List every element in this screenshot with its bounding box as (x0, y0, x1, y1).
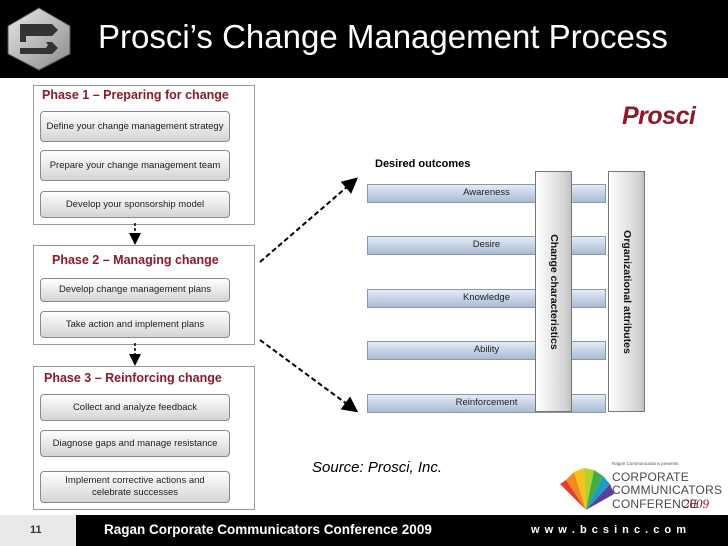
conference-line3: CONFERENCE (612, 497, 699, 511)
starburst-icon (560, 468, 614, 510)
step-corrective-actions: Implement corrective actions and celebra… (40, 471, 230, 503)
step-prepare-team: Prepare your change management team (40, 150, 230, 181)
phase-1-box: Phase 1 – Preparing for change Define yo… (33, 85, 255, 225)
footer-conference-text: Ragan Corporate Communicators Conference… (104, 522, 432, 537)
dashed-arrow-to-awareness (259, 177, 359, 263)
step-diagnose-gaps: Diagnose gaps and manage resistance (40, 430, 230, 457)
footer-bar (0, 515, 728, 546)
phase-3-box: Phase 3 – Reinforcing change Collect and… (33, 366, 255, 510)
source-note: Source: Prosci, Inc. (312, 459, 443, 476)
change-characteristics-label: Change characteristics (547, 233, 560, 350)
dashed-arrow-to-reinforcement (259, 339, 359, 413)
bcs-logo-icon (7, 7, 71, 71)
step-take-action: Take action and implement plans (40, 311, 230, 338)
step-collect-feedback: Collect and analyze feedback (40, 394, 230, 421)
header-bar (0, 0, 728, 78)
conference-line1: CORPORATE (612, 470, 689, 484)
organizational-attributes-label: Organizational attributes (620, 229, 633, 354)
step-sponsorship-model: Develop your sponsorship model (40, 191, 230, 218)
phase-1-title: Phase 1 – Preparing for change (42, 88, 229, 102)
footer-url: w w w . b c s i n c . c o m (531, 524, 687, 536)
phase-2-box: Phase 2 – Managing change Develop change… (33, 245, 255, 345)
step-develop-plans: Develop change management plans (40, 278, 230, 302)
outcomes-heading: Desired outcomes (375, 158, 471, 170)
conference-small-text: Ragan Communications presents (612, 461, 679, 466)
phase-3-title: Phase 3 – Reinforcing change (44, 371, 222, 385)
phase-2-title: Phase 2 – Managing change (52, 253, 219, 267)
page-number: 11 (0, 515, 76, 546)
prosci-logo: Prosci (622, 102, 696, 130)
organizational-attributes-column: Organizational attributes (608, 171, 645, 412)
conference-year: 2009 (683, 496, 709, 511)
step-define-strategy: Define your change management strategy (40, 111, 230, 142)
conference-line2: COMMUNICATORS (612, 483, 723, 497)
change-characteristics-column: Change characteristics (535, 171, 572, 412)
page-title: Prosci’s Change Management Process (98, 18, 668, 55)
